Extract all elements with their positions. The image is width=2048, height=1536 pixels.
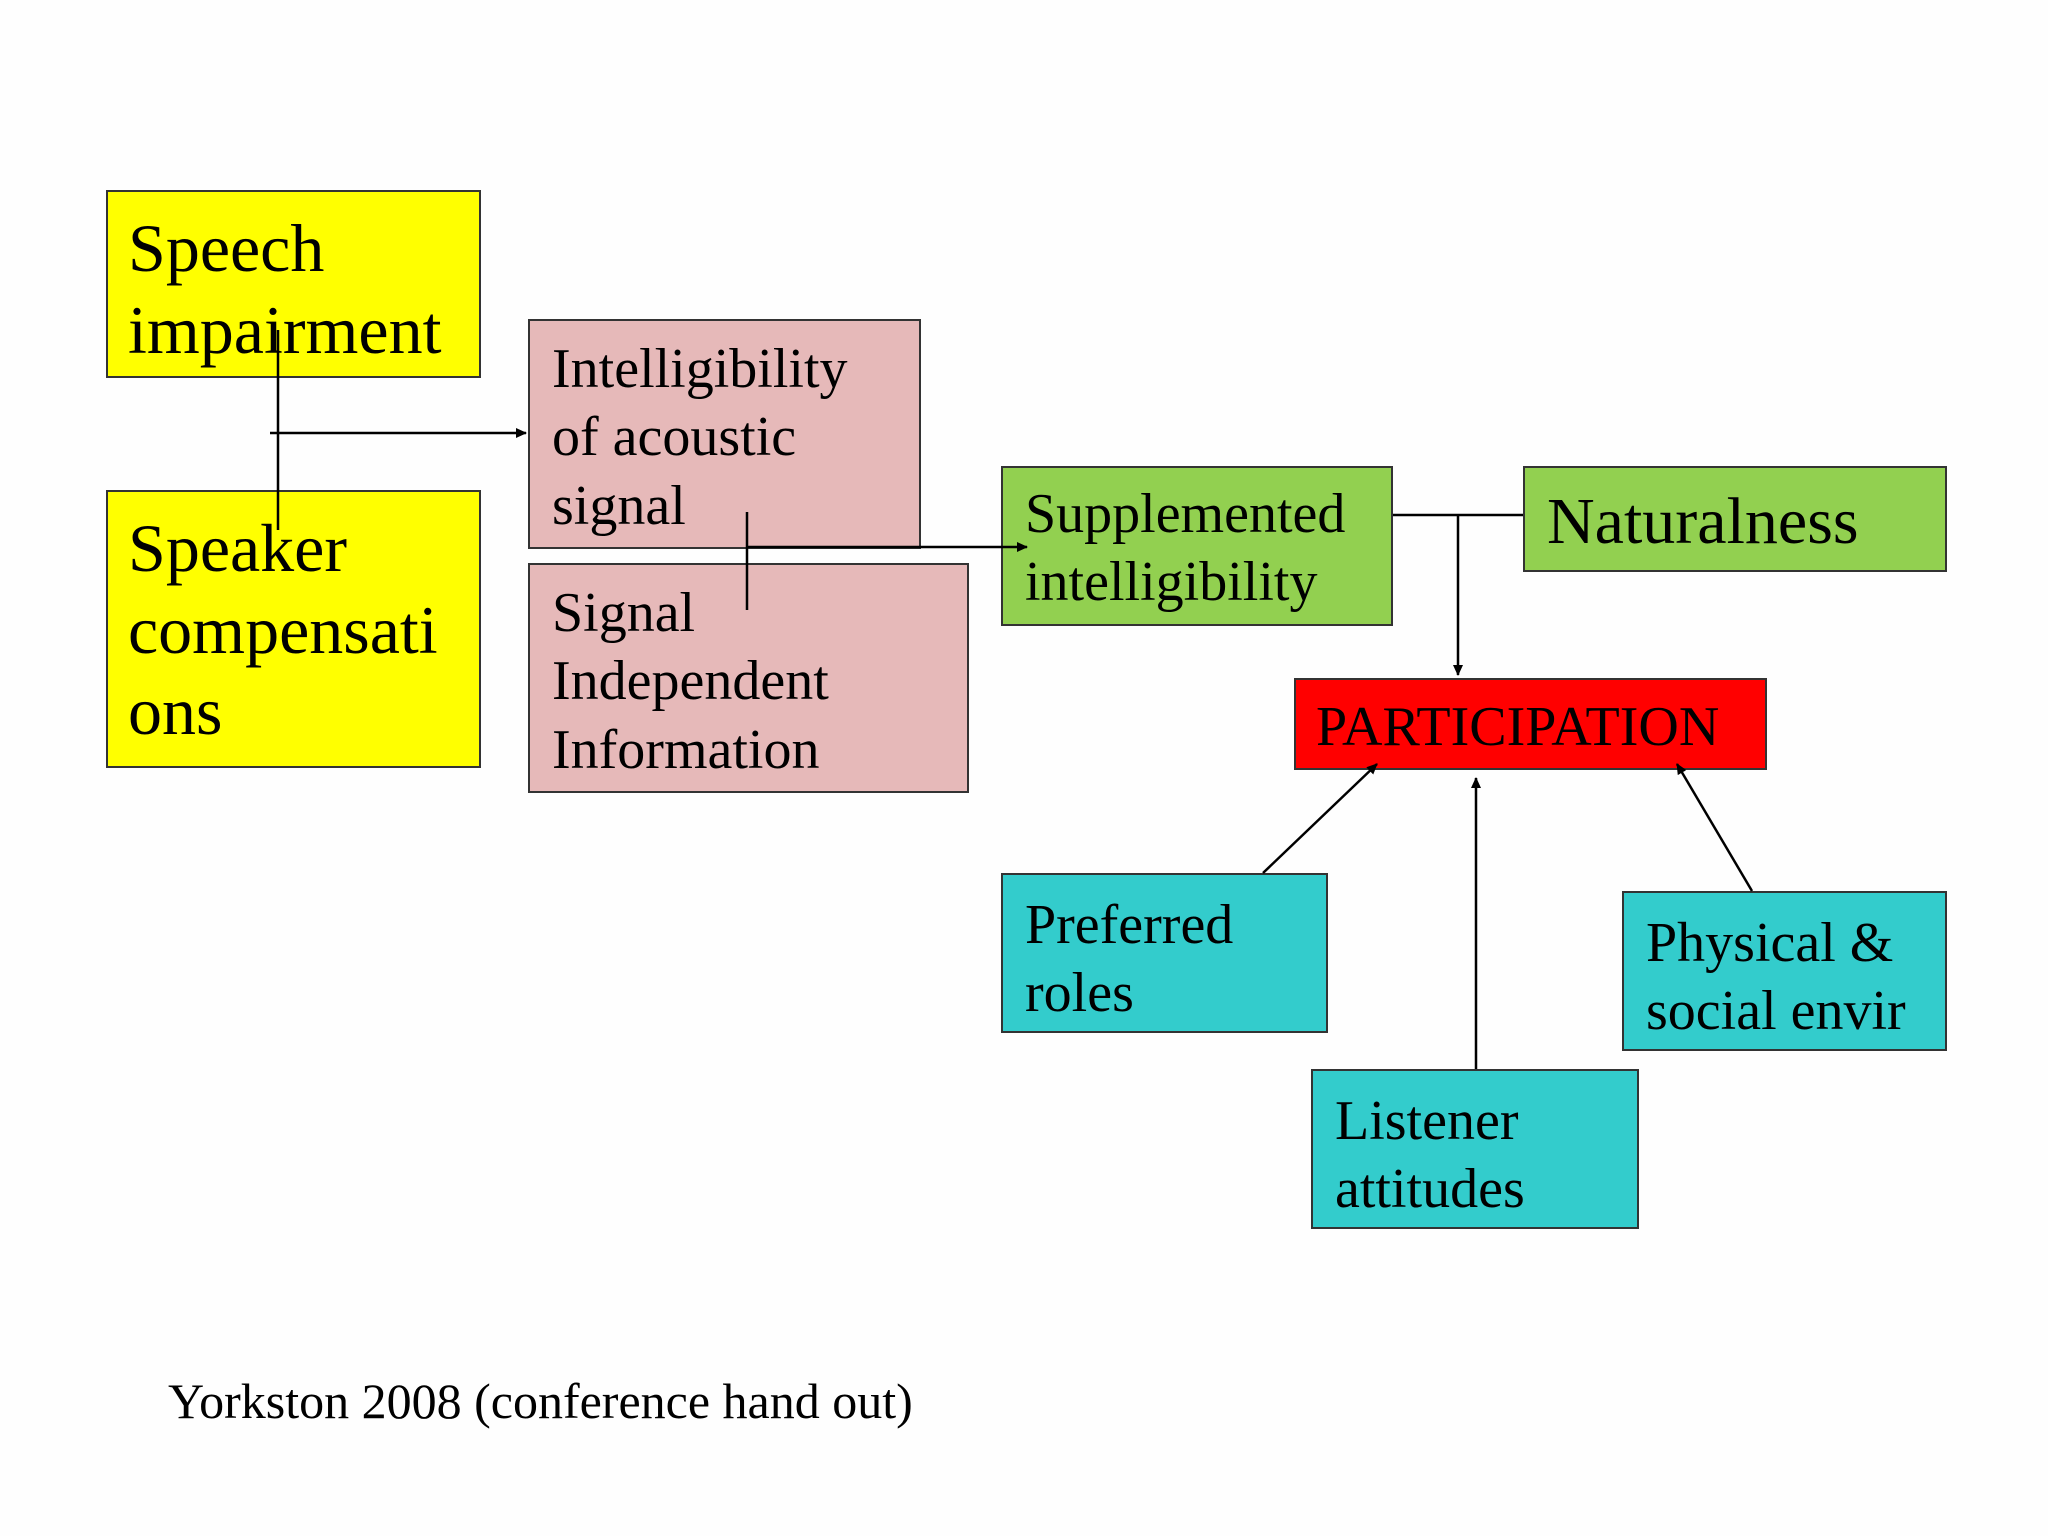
listener-attitudes-label: Listener attitudes — [1335, 1090, 1525, 1221]
preferred-roles-label: Preferred roles — [1025, 894, 1234, 1025]
citation-text: Yorkston 2008 (conference hand out) — [168, 1373, 913, 1429]
arrow-physical-to-participation — [1675, 763, 1754, 892]
intelligibility-acoustic-label: Intelligibility of acoustic signal — [552, 338, 848, 537]
signal-independent-label: Signal Independent Information — [552, 582, 829, 781]
intelligibility-acoustic-box: Intelligibility of acoustic signal — [528, 319, 921, 549]
naturalness-box: Naturalness — [1523, 466, 1947, 572]
physical-social-label: Physical & social envir — [1646, 912, 1906, 1043]
participation-label: PARTICIPATION — [1316, 696, 1720, 758]
signal-independent-box: Signal Independent Information — [528, 563, 969, 793]
supplemented-intelligibility-box: Supplemented intelligibility — [1001, 466, 1393, 626]
arrow-preferred-to-participation — [1262, 763, 1378, 874]
speech-impairment-label: Speech impairment — [128, 210, 442, 368]
naturalness-label: Naturalness — [1547, 485, 1859, 558]
speech-impairment-box: Speech impairment — [106, 190, 481, 378]
physical-social-box: Physical & social envir — [1622, 891, 1947, 1051]
supplemented-intelligibility-label: Supplemented intelligibility — [1025, 483, 1346, 614]
speaker-compensations-label: Speaker compensati ons — [128, 510, 438, 750]
preferred-roles-box: Preferred roles — [1001, 873, 1328, 1033]
listener-attitudes-box: Listener attitudes — [1311, 1069, 1639, 1229]
participation-box: PARTICIPATION — [1294, 678, 1767, 770]
speaker-compensations-box: Speaker compensati ons — [106, 490, 481, 768]
